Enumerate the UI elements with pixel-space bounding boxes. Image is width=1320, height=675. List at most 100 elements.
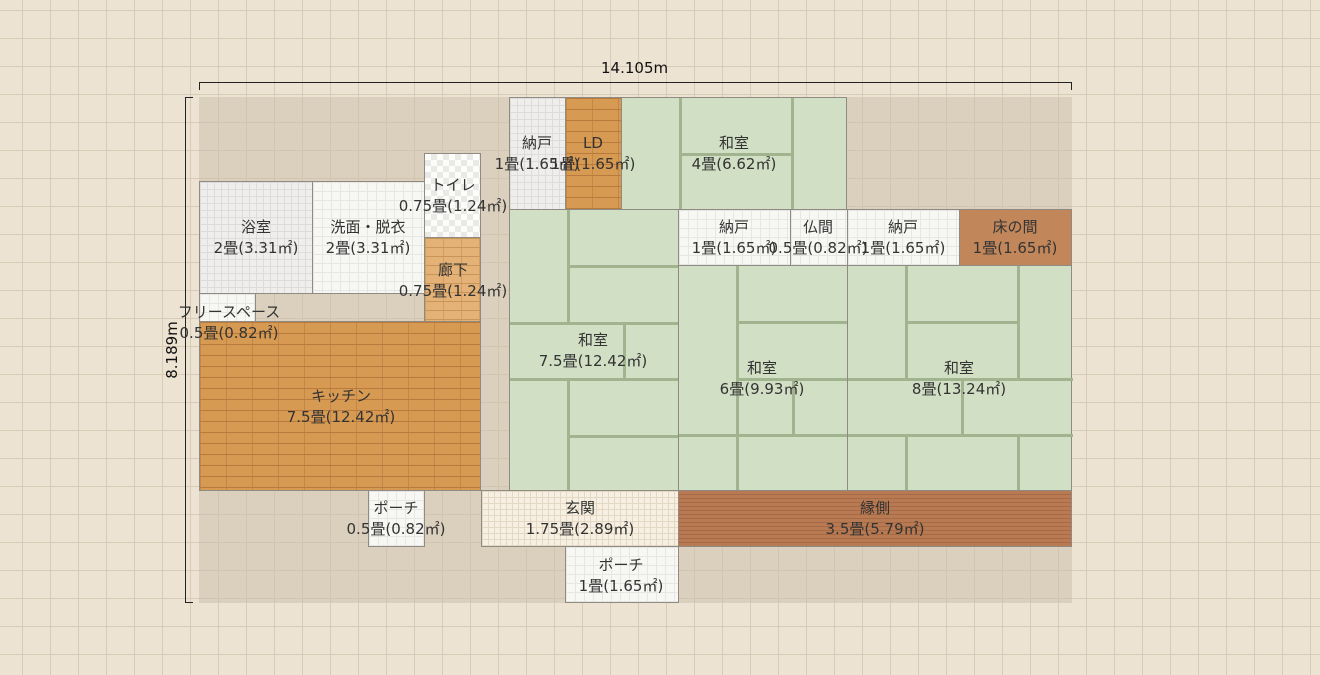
room-area: 1.75畳(2.89㎡) [525, 520, 635, 538]
tatami-seam [848, 378, 1073, 381]
label-kitchen: キッチン 7.5畳(12.42㎡) [287, 386, 396, 428]
room-name: トイレ [430, 176, 476, 194]
tatami-seam [736, 321, 849, 324]
room-area: 1畳(1.65㎡) [972, 239, 1058, 257]
tatami-seam [567, 265, 680, 268]
tatami-seam [905, 434, 908, 492]
tatami-seam [736, 434, 739, 492]
room-washitsu-4[interactable] [621, 97, 847, 211]
room-name: 納戸 [887, 218, 918, 236]
room-washitsu-7-5[interactable] [509, 209, 680, 492]
label-free-space: フリースペース 0.5畳(0.82㎡) [178, 302, 280, 344]
label-storage-3: 納戸 1畳(1.65㎡) [861, 217, 946, 259]
room-area: 0.5畳(0.82㎡) [768, 239, 868, 257]
room-washitsu-6[interactable] [678, 265, 849, 492]
label-washitsu-6: 和室 6畳(9.93㎡) [720, 358, 805, 400]
room-area: 7.5畳(12.42㎡) [538, 352, 648, 370]
label-storage-2: 納戸 1畳(1.65㎡) [692, 217, 777, 259]
width-dimension-line [199, 82, 1072, 83]
room-name: フリースペース [177, 303, 281, 321]
tatami-seam [791, 98, 794, 211]
room-area: 0.75畳(1.24㎡) [398, 197, 508, 215]
room-bath[interactable] [199, 181, 313, 294]
tatami-seam [1017, 434, 1020, 492]
room-engawa[interactable] [678, 490, 1072, 547]
width-dimension-tick-left [199, 82, 200, 90]
tatami-seam [679, 434, 849, 437]
label-ld: LD 1畳(1.65㎡) [551, 133, 636, 175]
room-ld[interactable] [565, 97, 622, 210]
room-area: 0.5畳(0.82㎡) [346, 520, 446, 538]
room-area: 2畳(3.31㎡) [325, 239, 411, 257]
label-butsuma: 仏間 0.5畳(0.82㎡) [769, 217, 868, 259]
width-dimension-label: 14.105m [601, 59, 669, 77]
height-dimension-tick-bottom [185, 602, 193, 603]
room-name: 浴室 [240, 218, 271, 236]
tatami-seam [510, 378, 680, 381]
room-name: ポーチ [373, 499, 419, 517]
tatami-seam [736, 266, 739, 435]
room-name: 縁側 [859, 499, 890, 517]
room-area: 2畳(3.31㎡) [213, 239, 299, 257]
room-storage-1[interactable] [509, 97, 567, 210]
room-name: 和室 [577, 331, 609, 349]
room-name: 洗面・脱衣 [330, 218, 406, 236]
tatami-seam [848, 434, 1073, 437]
tatami-seam [792, 378, 795, 435]
room-name: 床の間 [992, 218, 1038, 236]
room-area: 4畳(6.62㎡) [691, 155, 777, 173]
tatami-seam [679, 153, 792, 156]
label-washitsu-8: 和室 8畳(13.24㎡) [912, 358, 1006, 400]
room-kitchen[interactable] [199, 321, 481, 491]
width-dimension-tick-right [1071, 82, 1072, 90]
label-engawa: 縁側 3.5畳(5.79㎡) [826, 498, 925, 540]
height-dimension-tick-top [185, 97, 193, 98]
label-entrance: 玄関 1.75畳(2.89㎡) [526, 498, 635, 540]
room-area: 1畳(1.65㎡) [860, 239, 946, 257]
room-area: 1畳(1.65㎡) [691, 239, 777, 257]
label-bath: 浴室 2畳(3.31㎡) [214, 217, 299, 259]
room-area: 6畳(9.93㎡) [719, 380, 805, 398]
room-area: 7.5畳(12.42㎡) [286, 408, 396, 426]
room-hall[interactable] [424, 237, 481, 322]
room-name: LD [583, 134, 603, 152]
label-washitsu-7-5: 和室 7.5畳(12.42㎡) [539, 330, 648, 372]
room-washroom[interactable] [312, 181, 426, 294]
room-area: 0.5畳(0.82㎡) [179, 324, 279, 342]
room-area: 3.5畳(5.79㎡) [825, 520, 925, 538]
room-porch-1[interactable] [368, 490, 425, 547]
room-name: 廊下 [437, 261, 469, 279]
room-name: 玄関 [564, 499, 596, 517]
label-porch-1: ポーチ 0.5畳(0.82㎡) [347, 498, 446, 540]
label-porch-2: ポーチ 1畳(1.65㎡) [579, 555, 664, 597]
room-porch-2[interactable] [565, 546, 679, 603]
room-entrance[interactable] [481, 490, 679, 547]
room-area: 1畳(1.65㎡) [578, 577, 664, 595]
room-area: 1畳(1.65㎡) [550, 155, 636, 173]
label-tokonoma: 床の間 1畳(1.65㎡) [973, 217, 1058, 259]
room-area: 1畳(1.65㎡) [494, 155, 580, 173]
room-tokonoma[interactable] [959, 209, 1072, 266]
label-toilet: トイレ 0.75畳(1.24㎡) [399, 175, 508, 217]
tatami-seam [961, 378, 964, 435]
label-hall: 廊下 0.75畳(1.24㎡) [399, 260, 508, 302]
label-washitsu-4: 和室 4畳(6.62㎡) [692, 133, 777, 175]
room-name: 和室 [943, 359, 975, 377]
tatami-seam [567, 435, 680, 438]
room-storage-2[interactable] [678, 209, 791, 266]
room-area: 8畳(13.24㎡) [911, 380, 1007, 398]
tatami-seam [510, 322, 680, 325]
room-name: ポーチ [598, 556, 644, 574]
room-butsuma[interactable] [790, 209, 848, 266]
room-name: 仏間 [802, 218, 833, 236]
room-name: 納戸 [521, 134, 552, 152]
room-washitsu-8[interactable] [847, 265, 1073, 492]
label-storage-1: 納戸 1畳(1.65㎡) [495, 133, 580, 175]
room-area: 0.75畳(1.24㎡) [398, 282, 508, 300]
tatami-seam [1017, 266, 1020, 379]
room-name: 納戸 [718, 218, 749, 236]
room-name: 和室 [718, 134, 749, 152]
room-storage-3[interactable] [847, 209, 960, 266]
tatami-seam [905, 321, 1018, 324]
height-dimension-line [185, 97, 186, 603]
